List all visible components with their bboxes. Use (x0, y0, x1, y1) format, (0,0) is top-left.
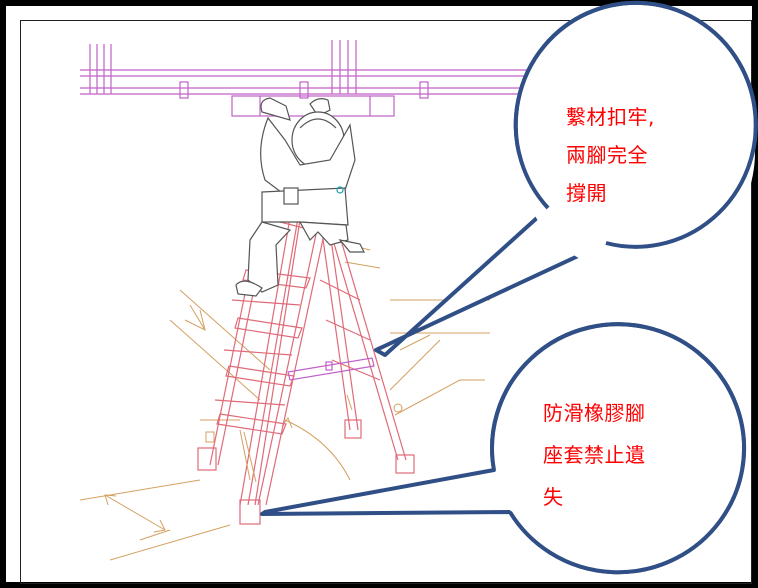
ladder (197, 211, 415, 525)
foot-cap-left-rear (197, 447, 217, 471)
top-callout-bubble (374, 0, 758, 357)
top-callout-line-1: 繫材扣牢, (566, 105, 655, 129)
diagram-inner-border (20, 20, 752, 584)
bottom-callout-bubble (260, 322, 747, 575)
spreader-bar (287, 357, 375, 381)
foot-cap-rear-inner (344, 419, 362, 439)
top-callout-line-3: 撐開 (566, 181, 607, 205)
top-callout-text: 繫材扣牢, 兩腳完全 撐開 (566, 98, 655, 212)
foot-cap-rear-right (395, 454, 415, 474)
bottom-callout-text: 防滑橡膠腳 座套禁止遺 失 (543, 392, 646, 518)
dimension-lines (79, 239, 490, 561)
bottom-callout-line-2: 座套禁止遺 (543, 443, 646, 467)
bottom-callout-line-3: 失 (543, 485, 564, 509)
top-callout-line-2: 兩腳完全 (566, 143, 648, 167)
bottom-callout-line-1: 防滑橡膠腳 (543, 401, 646, 425)
worker-figure (235, 97, 365, 297)
foot-cap-front-left (239, 499, 261, 525)
ladder-detail-marks (205, 394, 403, 483)
